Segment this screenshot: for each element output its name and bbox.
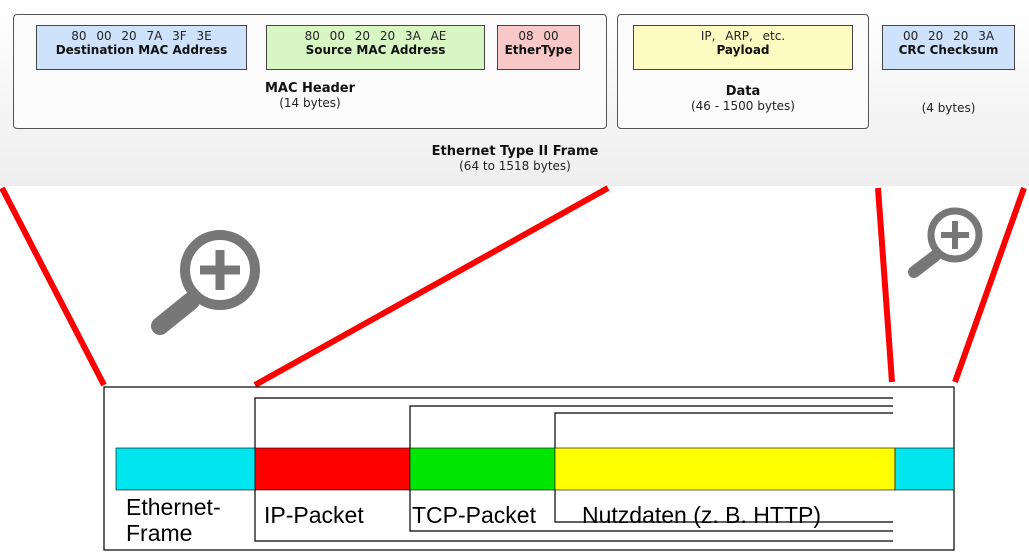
- payload-bracket-bottom: [554, 490, 893, 523]
- source-mac-hex: 80 00 20 20 3A AE: [304, 29, 447, 43]
- mac-header-size: (14 bytes): [279, 96, 341, 110]
- zoom-line-left-outer: [0, 186, 107, 387]
- frame-size: (64 to 1518 bytes): [459, 159, 571, 173]
- source-mac-label: Source MAC Address: [305, 43, 446, 57]
- mac-header-title: MAC Header: [264, 81, 356, 96]
- zoom-in-icon: [151, 230, 260, 335]
- zoom-in-icon: [908, 207, 983, 278]
- ethertype-field: 08 00 EtherType: [497, 25, 580, 70]
- ethernet-frame-label: Ethernet- Frame: [126, 494, 221, 546]
- crc-size: (4 bytes): [921, 101, 976, 115]
- bar-payload: [554, 447, 896, 491]
- destination-mac-hex: 80 00 20 7A 3F 3E: [71, 29, 212, 43]
- tcp-packet-bracket-bottom: [409, 490, 893, 532]
- ip-packet-bracket: [254, 397, 893, 448]
- frame-title: Ethernet Type II Frame: [431, 144, 599, 159]
- crc-field: 00 20 20 3A CRC Checksum: [882, 25, 1015, 70]
- bar-ethernet-header: [115, 447, 256, 491]
- destination-mac-field: 80 00 20 7A 3F 3E Destination MAC Addres…: [36, 25, 247, 70]
- ethertype-label: EtherType: [504, 43, 573, 57]
- ip-packet-label: IP-Packet: [264, 502, 364, 528]
- data-title: Data: [725, 84, 761, 99]
- payload-hex: IP, ARP, etc.: [700, 29, 786, 43]
- data-size: (46 - 1500 bytes): [690, 99, 795, 113]
- zoom-line-right-inner: [875, 187, 895, 383]
- destination-mac-label: Destination MAC Address: [55, 43, 228, 57]
- tcp-packet-bracket: [409, 405, 893, 448]
- zoom-line-left-inner: [253, 185, 610, 388]
- source-mac-field: 80 00 20 20 3A AE Source MAC Address: [266, 25, 485, 70]
- ip-packet-bracket-bottom: [254, 490, 893, 542]
- payload-bracket: [554, 412, 893, 448]
- tcp-packet-label: TCP-Packet: [412, 502, 536, 528]
- payload-label-text: Nutzdaten (z. B. HTTP): [582, 502, 822, 528]
- bar-tcp-header: [409, 447, 556, 491]
- payload-label: Payload: [716, 43, 770, 57]
- ethertype-hex: 08 00: [518, 29, 559, 43]
- crc-label: CRC Checksum: [898, 43, 999, 57]
- payload-field: IP, ARP, etc. Payload: [633, 25, 853, 70]
- crc-hex: 00 20 20 3A: [902, 29, 995, 43]
- bar-ip-header: [254, 447, 411, 491]
- bar-ethernet-trailer: [894, 447, 955, 491]
- zoom-line-right-outer: [952, 186, 1027, 384]
